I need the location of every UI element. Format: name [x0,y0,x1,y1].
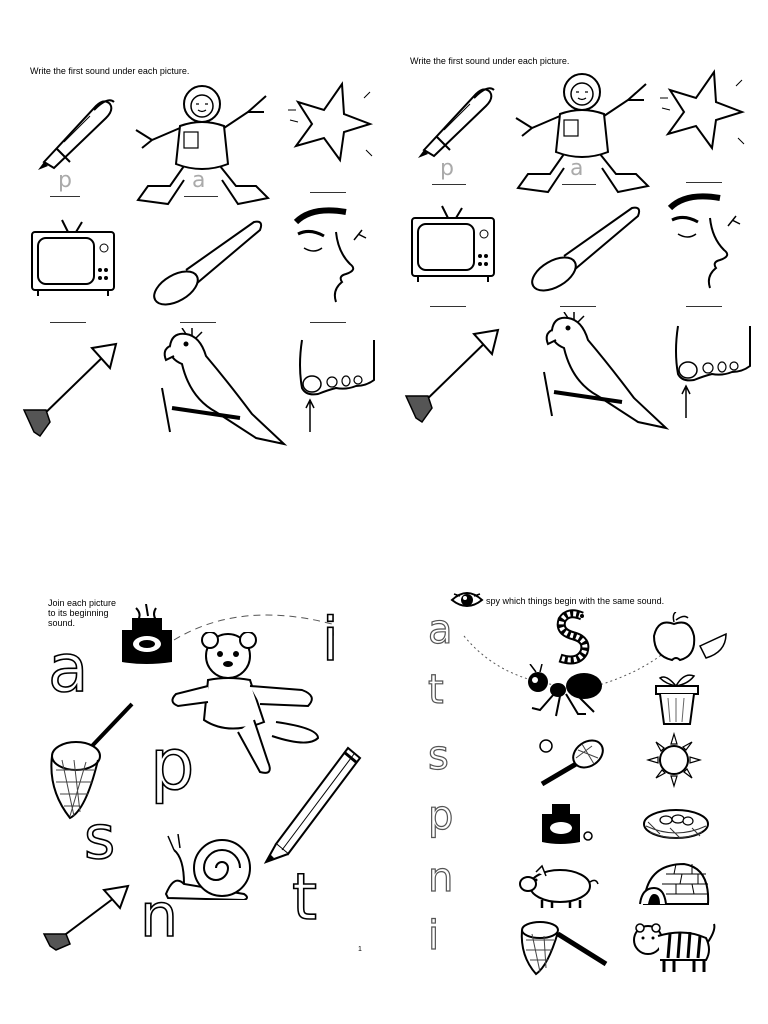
dashed-join-line [173,614,334,661]
ink-bottle-picture[interactable] [116,604,178,668]
sun-picture [646,732,702,788]
ant-picture [522,664,606,720]
spoon-picture [528,200,644,292]
letter-i[interactable]: i [321,605,339,675]
letter-s: s [427,733,449,779]
letter-p[interactable]: p [149,724,195,806]
ink-bottle-picture [538,802,594,846]
answer-line[interactable] [430,306,466,307]
answer-line[interactable] [310,192,346,193]
hint-letter: a [570,156,584,181]
letter-a: a [427,607,453,653]
pencil-picture[interactable] [260,738,364,866]
page-number: 1 [358,946,362,953]
instruction-text: Write the first sound under each picture… [30,66,190,76]
answer-line[interactable] [560,306,596,307]
snake-picture [554,608,592,666]
hint-letter: p [58,168,72,193]
pig-picture [518,862,602,910]
letter-a[interactable]: a [47,630,89,707]
tennis-racket-picture [532,736,608,788]
astronaut-picture [508,70,656,196]
plant-pot-picture [652,670,702,726]
net-picture[interactable] [44,700,136,824]
letter-s[interactable]: s [83,803,116,873]
answer-line[interactable] [310,322,346,323]
television-picture [408,204,498,284]
snail-picture[interactable] [164,834,254,900]
spoon-picture [150,214,266,306]
television-picture [28,218,118,298]
hint-letter: a [192,168,206,193]
arrow-picture [20,340,120,440]
arrow-picture[interactable] [42,884,130,952]
nest-picture [640,804,712,844]
answer-line[interactable] [184,196,218,197]
answer-line[interactable] [432,184,466,185]
parrot-picture [156,328,292,446]
toe-picture [296,336,380,436]
nose-picture [666,190,750,290]
letter-i: i [427,913,440,959]
instruction-text: spy which things begin with the same sou… [486,596,665,606]
eye-icon [450,588,484,610]
star-picture [284,80,374,170]
arrow-picture [402,326,502,426]
answer-line[interactable] [50,322,86,323]
apple-picture [650,612,728,664]
hint-letter: p [440,156,454,181]
igloo-picture [636,858,712,906]
letter-t[interactable]: t [291,861,318,935]
nose-picture [292,204,376,304]
star-picture [656,68,746,158]
letter-p: p [427,793,454,839]
answer-line[interactable] [686,306,722,307]
instruction-text: Write the first sound under each picture… [410,56,570,66]
letter-t: t [427,667,444,713]
answer-line[interactable] [686,182,722,183]
astronaut-picture [128,82,276,208]
letter-n: n [427,855,454,901]
parrot-picture [538,312,674,430]
answer-line[interactable] [180,322,216,323]
pen-picture [414,80,498,160]
pen-picture [34,92,118,172]
teddy-bear-picture[interactable] [168,632,324,778]
answer-line[interactable] [562,184,596,185]
instruction-text: Join each picture to its beginning sound… [48,598,117,628]
toe-picture [672,322,756,422]
tiger-picture [630,920,716,974]
answer-line[interactable] [50,196,80,197]
net-picture [518,916,610,976]
